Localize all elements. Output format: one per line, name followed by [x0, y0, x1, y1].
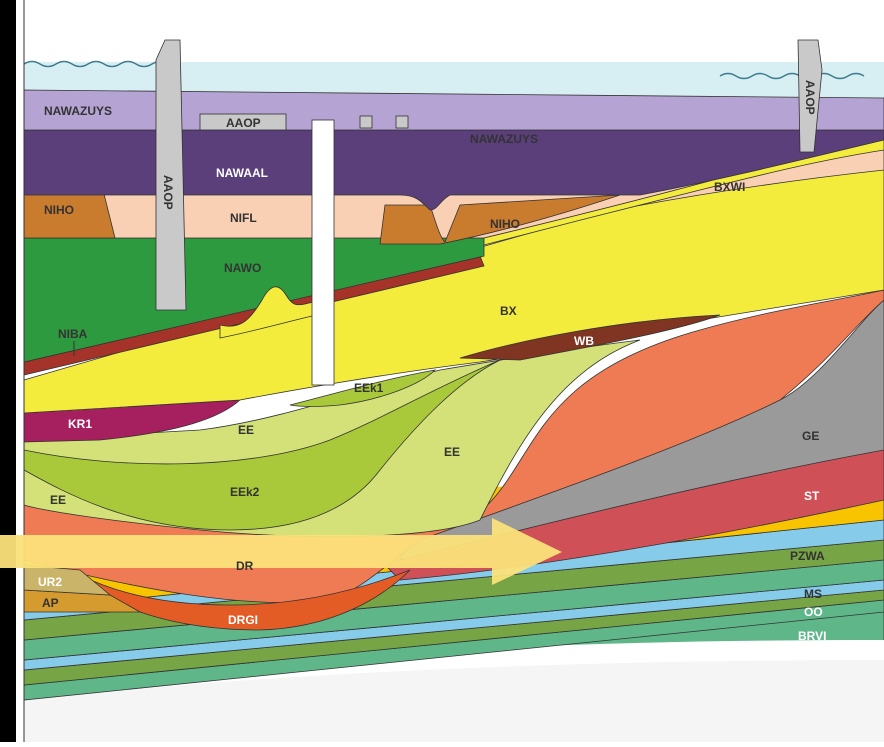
eek1-layer	[289, 369, 437, 407]
label-ge: GE	[802, 429, 819, 443]
label-dr: DR	[236, 559, 254, 573]
label-ee-left: EE	[50, 493, 66, 507]
label-niho-right: NIHO	[490, 217, 520, 231]
label-ee-top: EE	[238, 423, 254, 437]
nawaal-layer	[23, 129, 884, 211]
label-nifl: NIFL	[230, 211, 257, 225]
label-niho-left: NIHO	[44, 203, 74, 217]
bx-bulge	[219, 286, 331, 339]
label-nawaal: NAWAAL	[216, 166, 268, 180]
drgi-layer	[79, 569, 411, 631]
label-ee-right: EE	[444, 445, 460, 459]
left-gap	[16, 0, 24, 742]
aaop-pile-right	[797, 39, 823, 153]
left-frame	[0, 0, 16, 742]
label-ms: MS	[804, 587, 822, 601]
label-kr1: KR1	[68, 417, 92, 431]
eek2-layer	[23, 359, 501, 531]
label-aaop-pile-right: AAOP	[803, 80, 817, 115]
small-block-1	[359, 115, 373, 129]
label-ap: AP	[42, 596, 59, 610]
label-nawazuys-left: NAWAZUYS	[44, 104, 112, 118]
flow-arrow	[0, 518, 562, 585]
niho-right	[379, 194, 621, 245]
label-wb: WB	[574, 334, 594, 348]
label-drgi: DRGI	[228, 613, 258, 627]
label-nawo: NAWO	[224, 261, 261, 275]
label-niba: NIBA	[58, 327, 88, 341]
label-brvi: BRVI	[798, 629, 826, 643]
label-pzwa: PZWA	[790, 549, 825, 563]
aaop-box	[199, 113, 287, 131]
label-aaop-pile-left: AAOP	[161, 175, 175, 210]
label-nawazuys-right: NAWAZUYS	[470, 132, 538, 146]
central-shaft	[311, 119, 335, 386]
label-aaop-box: AAOP	[226, 116, 261, 130]
kr1-layer	[23, 399, 242, 443]
label-bxwi: BXWI	[714, 180, 745, 194]
label-st: ST	[804, 489, 820, 503]
small-block-2	[395, 115, 409, 129]
deep-fade-2	[24, 660, 884, 742]
label-oo: OO	[804, 605, 823, 619]
label-eek2: EEk2	[230, 485, 260, 499]
aaop-pile-left	[155, 39, 187, 311]
wb-layer	[459, 314, 721, 361]
label-eek1: EEk1	[354, 381, 384, 395]
water-surface	[23, 60, 865, 80]
label-ur2: UR2	[38, 575, 62, 589]
label-bx: BX	[500, 304, 517, 318]
